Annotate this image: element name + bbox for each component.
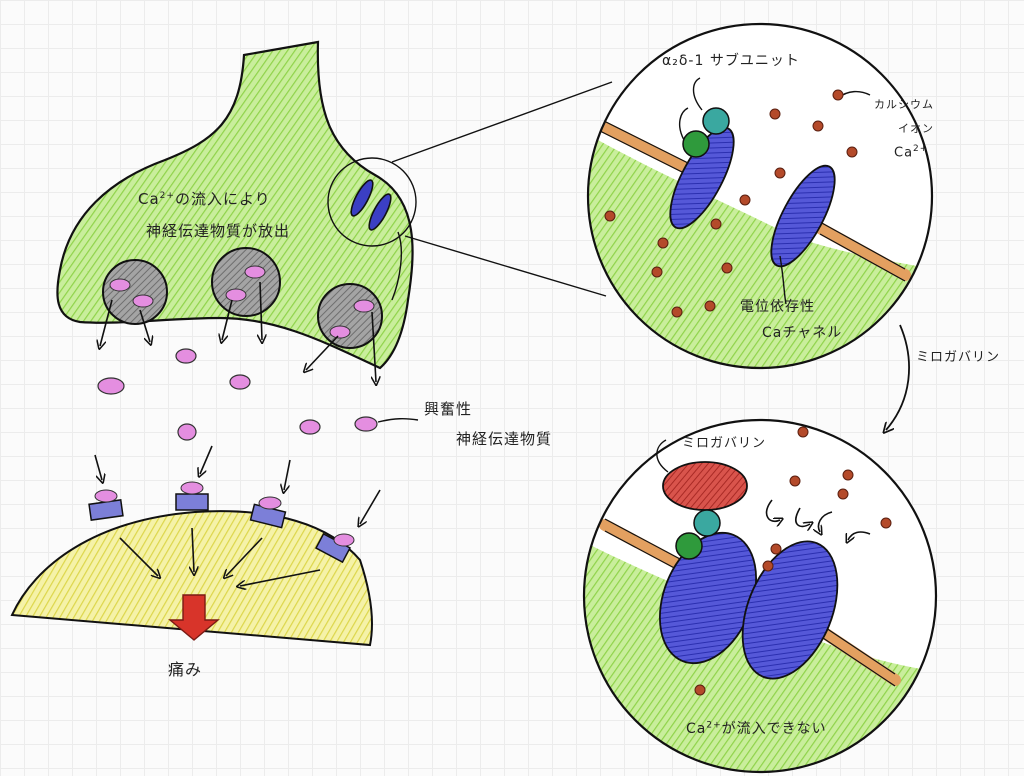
pain-label: 痛み — [168, 660, 203, 679]
receptor — [175, 481, 209, 511]
magnify-line — [404, 235, 607, 297]
magnify-circle — [327, 157, 417, 247]
calcium-label-line2: イオン — [898, 122, 934, 135]
binding-arrows — [94, 445, 381, 524]
synaptic-vesicle — [317, 283, 383, 349]
alpha2-subunit — [702, 107, 730, 135]
magnified-channel-blocked — [582, 418, 938, 774]
transition-arrow — [886, 324, 910, 430]
connector-curve — [391, 231, 403, 301]
deflected-ion-arrows — [765, 499, 871, 540]
ion-symbol: Ca — [138, 190, 160, 208]
receptor — [314, 532, 355, 564]
magnified-channel-open — [586, 22, 934, 370]
drug-label: ミロガバリン — [682, 436, 767, 451]
transition-arrow-label: ミロガバリン — [916, 350, 1001, 365]
mirogabalin-molecule — [662, 461, 748, 511]
terminal-calcium-channel — [350, 179, 374, 217]
signal-arrows — [119, 527, 321, 586]
channel-label-line2: Caチャネル — [762, 325, 843, 341]
delta1-subunit — [675, 532, 703, 560]
blocked-label: Ca2+が流入できない — [686, 718, 827, 738]
excitatory-label-line1: 興奮性 — [424, 400, 473, 418]
blocked-label-text: が流入できない — [721, 721, 827, 737]
delta1-subunit — [682, 130, 710, 158]
release-label-line1: Ca2+の流入により — [138, 188, 271, 209]
channel-label-line1: 電位依存性 — [740, 299, 815, 315]
magnify-line — [391, 81, 613, 163]
calcium-label-line3: Ca2+ — [894, 144, 928, 160]
calcium-ions — [694, 426, 892, 696]
receptor — [249, 496, 287, 529]
synaptic-vesicle — [211, 247, 281, 317]
alpha2-subunit — [693, 509, 721, 537]
ion-charge: 2+ — [159, 191, 175, 201]
release-arrows — [100, 281, 376, 382]
ion-charge: 2+ — [913, 144, 929, 154]
ion-charge: 2+ — [706, 720, 722, 731]
terminal-calcium-channel — [368, 193, 392, 231]
release-label-text: の流入により — [174, 190, 271, 208]
channel-subunit-right — [770, 164, 836, 268]
ion-symbol: Ca — [894, 145, 914, 161]
calcium-ions — [604, 89, 858, 318]
receptor — [88, 489, 124, 521]
closed-channel-right — [741, 540, 839, 680]
pain-arrow-icon — [168, 594, 220, 641]
calcium-label-line1: カルシウム — [874, 98, 934, 111]
synaptic-vesicle — [102, 259, 168, 325]
excitatory-label-line2: 神経伝達物質 — [456, 430, 553, 448]
label-pointer — [377, 417, 419, 423]
ion-symbol: Ca — [686, 721, 707, 737]
subunit-label: α₂δ-1 サブユニット — [662, 53, 800, 69]
release-label-line2: 神経伝達物質が放出 — [146, 222, 291, 240]
channel-subunit-left — [669, 126, 735, 230]
neurotransmitter-particles — [97, 348, 378, 441]
